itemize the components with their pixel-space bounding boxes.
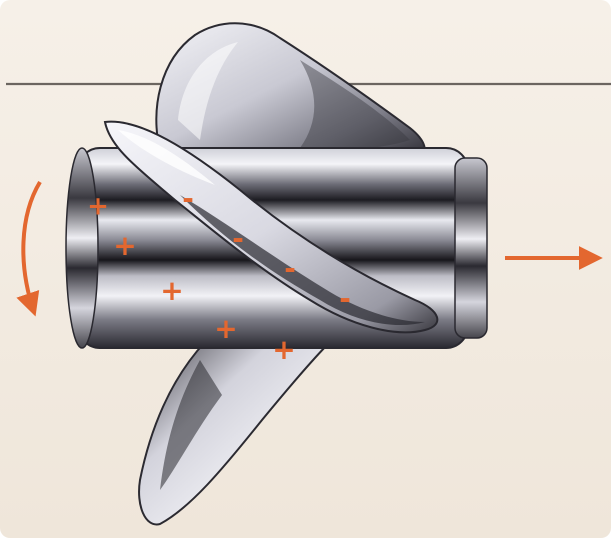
minus-sign: - [182, 182, 194, 215]
plus-sign: + [272, 333, 295, 366]
hub-front-cap [66, 148, 98, 348]
plus-sign: + [87, 192, 109, 222]
minus-sign: - [232, 222, 244, 255]
plus-sign: + [160, 274, 183, 307]
minus-sign: - [284, 252, 296, 285]
hub-rear-collar [455, 158, 487, 338]
plus-sign: + [113, 229, 136, 262]
minus-sign: - [339, 282, 351, 315]
plus-sign: + [214, 312, 237, 345]
